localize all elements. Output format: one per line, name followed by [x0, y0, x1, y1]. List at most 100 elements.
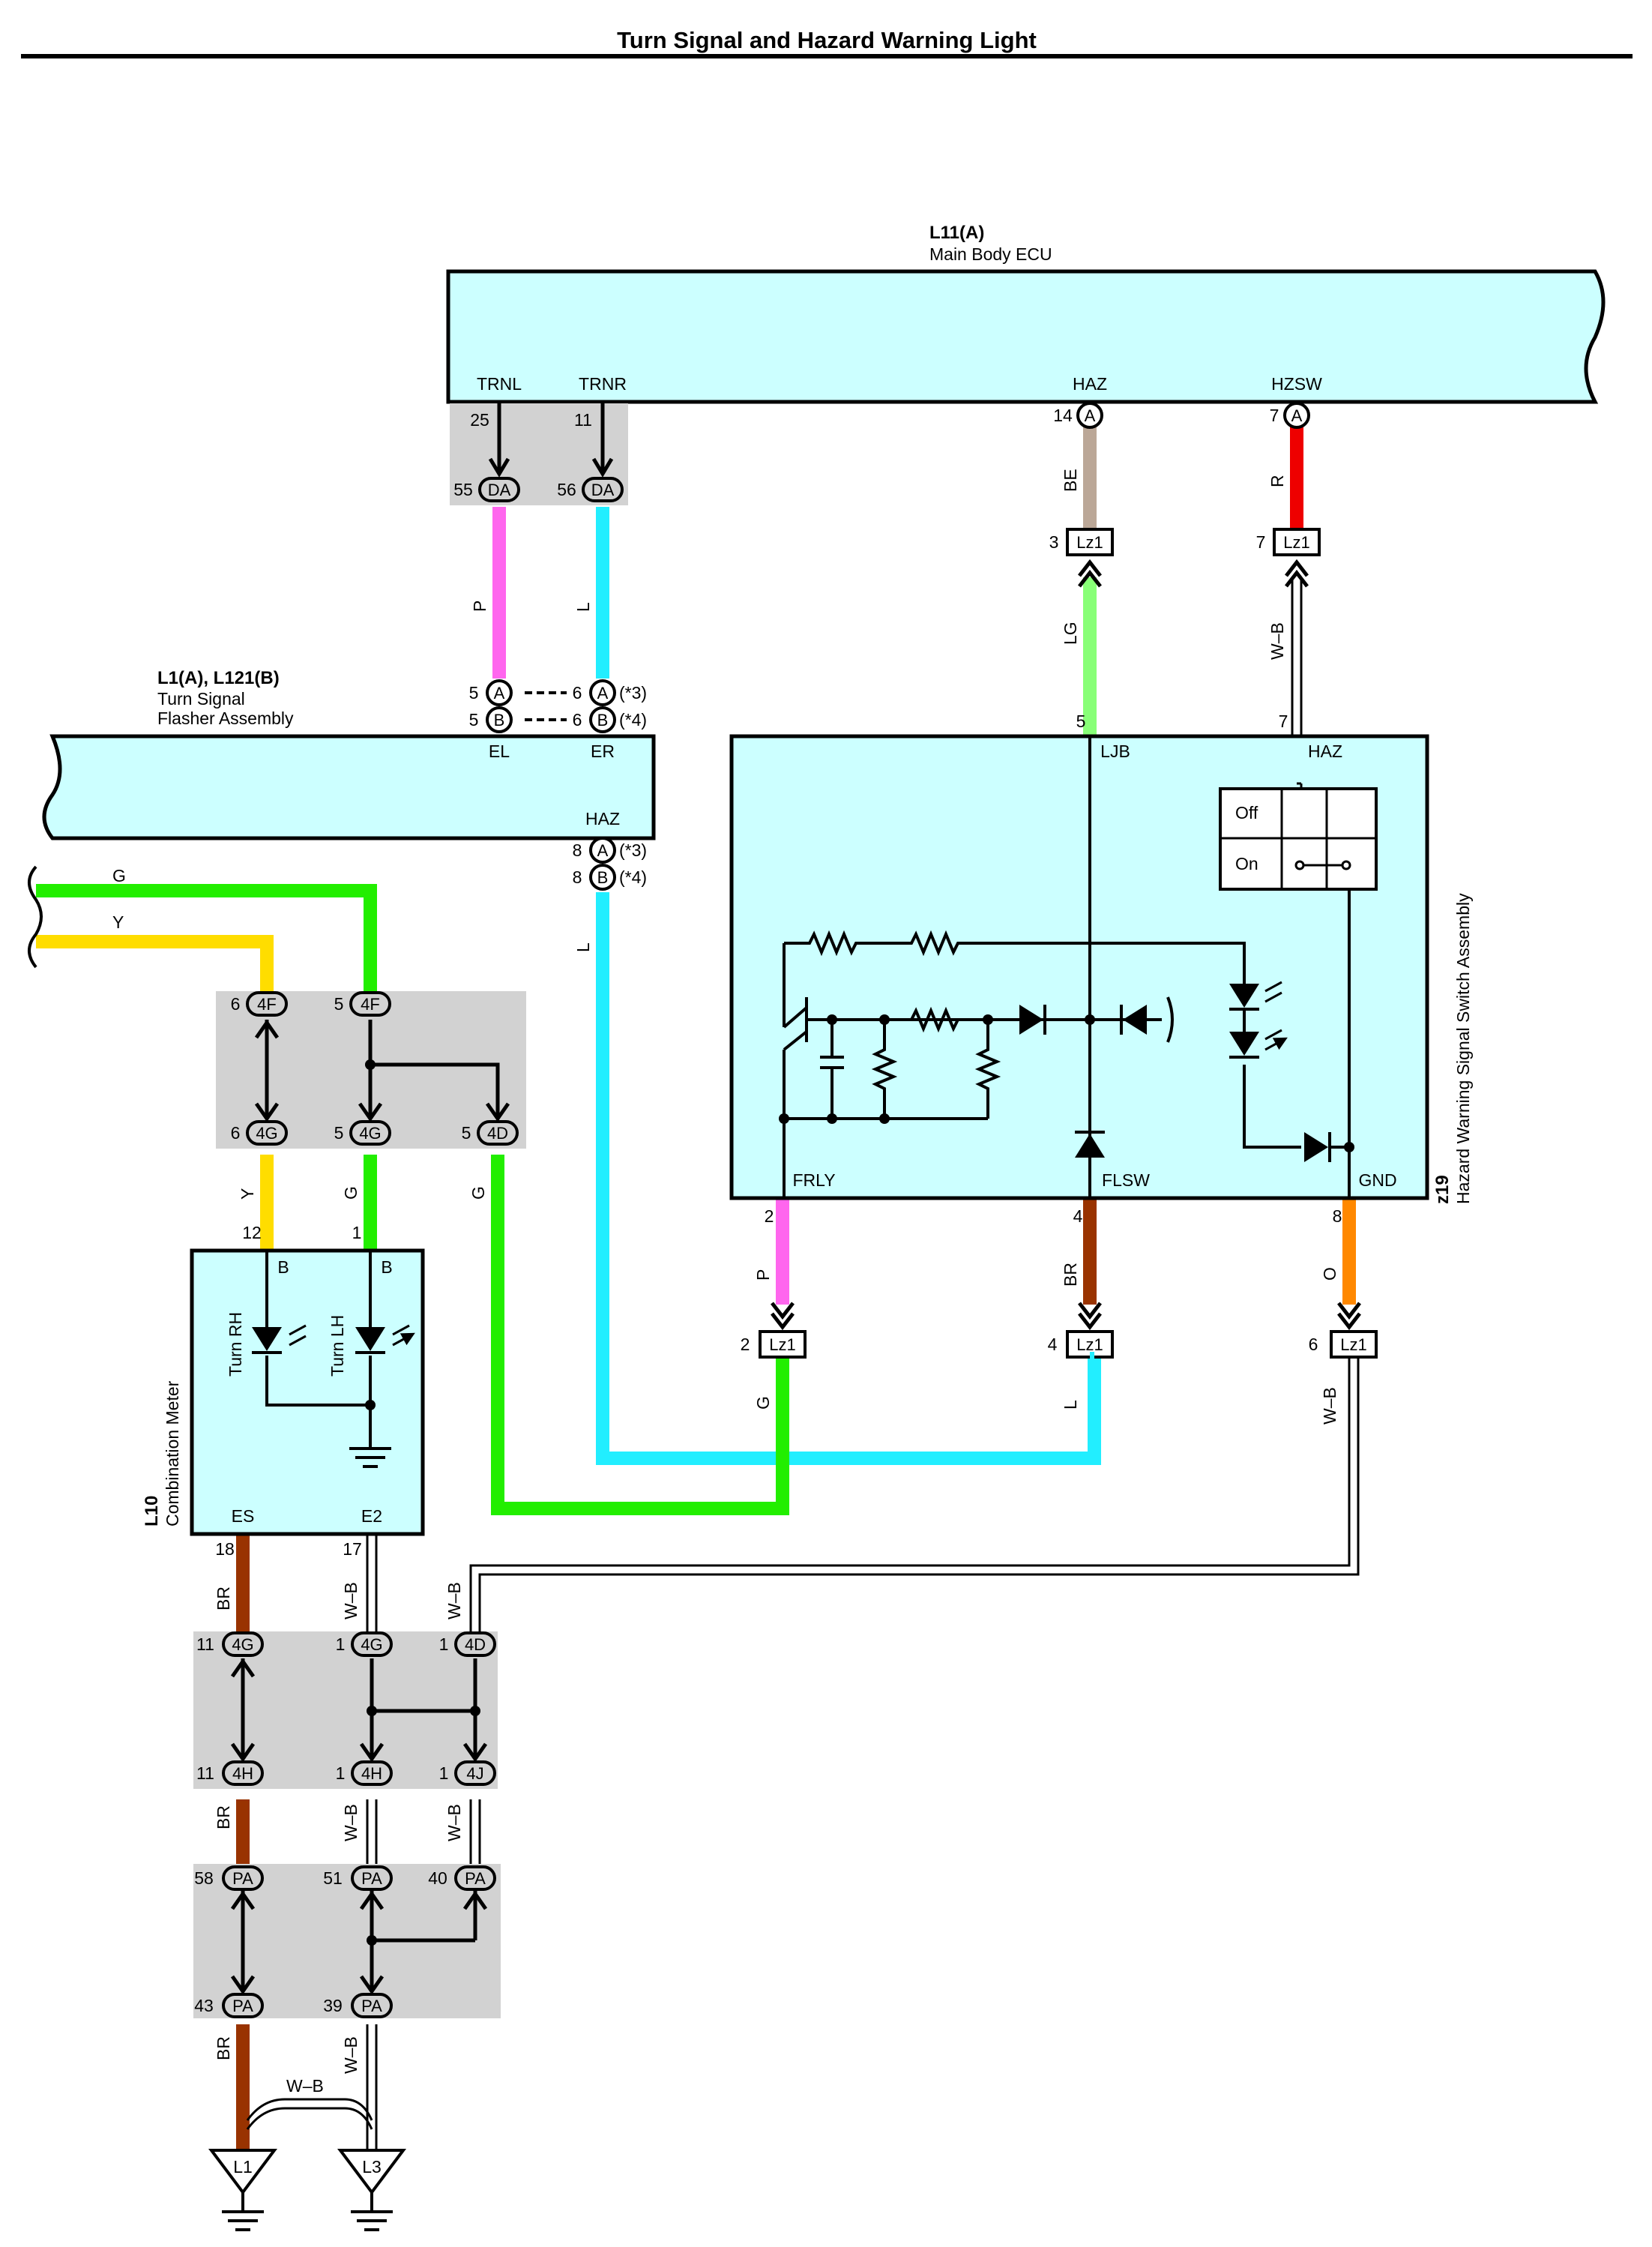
svg-text:14: 14	[1053, 406, 1073, 425]
svg-text:L1: L1	[233, 2157, 253, 2177]
svg-text:4J: 4J	[466, 1764, 483, 1783]
svg-text:PA: PA	[361, 1869, 382, 1888]
svg-text:PA: PA	[465, 1869, 486, 1888]
svg-text:Lz1: Lz1	[1340, 1335, 1366, 1354]
svg-text:1: 1	[439, 1634, 449, 1654]
junction-dot	[367, 1935, 377, 1946]
label-br-4h: BR	[214, 1805, 233, 1829]
svg-text:8: 8	[1333, 1206, 1342, 1226]
svg-text:1: 1	[336, 1634, 346, 1654]
ecu-pin-25: 25	[470, 410, 489, 430]
svg-text:6: 6	[573, 710, 582, 730]
svg-text:55: 55	[453, 480, 473, 499]
svg-text:39: 39	[323, 1996, 343, 2015]
svg-text:4G: 4G	[361, 1635, 382, 1654]
svg-text:7: 7	[1270, 406, 1279, 425]
svg-text:6: 6	[1309, 1335, 1318, 1354]
svg-text:Hazard Warning Signal Switch A: Hazard Warning Signal Switch Assembly	[1453, 893, 1473, 1204]
svg-text:DA: DA	[591, 481, 615, 499]
svg-text:5: 5	[1076, 712, 1086, 731]
svg-text:(*4): (*4)	[619, 867, 647, 887]
label-wb-haz: W–B	[1267, 622, 1287, 660]
label-g-top: G	[112, 866, 126, 885]
svg-text:PA: PA	[232, 1997, 253, 2015]
svg-text:6: 6	[231, 1123, 241, 1143]
svg-text:4D: 4D	[465, 1635, 486, 1654]
svg-text:7: 7	[1279, 712, 1288, 731]
label-g-lower: G	[753, 1396, 773, 1410]
ecu-box	[446, 269, 1606, 404]
label-p-upper: P	[470, 601, 489, 612]
svg-text:Lz1: Lz1	[769, 1335, 795, 1354]
svg-text:HAZ: HAZ	[1308, 742, 1342, 761]
svg-text:GND: GND	[1358, 1170, 1396, 1190]
label-g-4d: G	[468, 1186, 488, 1200]
svg-text:B: B	[597, 868, 609, 887]
junction-dot	[367, 1706, 377, 1716]
svg-text:4G: 4G	[256, 1124, 277, 1143]
svg-text:2: 2	[741, 1335, 750, 1354]
svg-text:4: 4	[1073, 1206, 1083, 1226]
svg-text:A: A	[597, 841, 609, 860]
svg-text:(*3): (*3)	[619, 683, 647, 703]
connector-lz1-top: Lz1 3 Lz1 7	[1049, 528, 1321, 588]
svg-text:HAZ: HAZ	[585, 809, 620, 828]
ecu-pins-a: 14 A 7 A	[1053, 402, 1310, 429]
svg-text:Flasher Assembly: Flasher Assembly	[157, 709, 294, 728]
junction-dot	[365, 1059, 376, 1070]
svg-text:4G: 4G	[359, 1124, 381, 1143]
svg-text:4G: 4G	[232, 1635, 253, 1654]
svg-text:43: 43	[194, 1996, 214, 2015]
label-y-meter: Y	[238, 1188, 257, 1200]
svg-text:L10: L10	[142, 1496, 162, 1526]
svg-text:5: 5	[469, 710, 479, 730]
svg-text:5: 5	[334, 994, 344, 1014]
svg-text:ES: ES	[232, 1506, 255, 1526]
svg-text:40: 40	[428, 1868, 447, 1888]
label-be: BE	[1061, 469, 1080, 492]
svg-text:E2: E2	[361, 1506, 382, 1526]
label-l-mid: L	[573, 942, 593, 952]
junction-pa-wires	[230, 1890, 488, 1995]
svg-text:8: 8	[573, 840, 582, 860]
svg-text:B: B	[277, 1257, 289, 1277]
connector-da: DA 55 DA 56	[453, 457, 624, 502]
ecu-terminal-trnl: TRNL	[477, 374, 522, 394]
svg-text:Lz1: Lz1	[1076, 1335, 1103, 1354]
svg-text:B: B	[597, 711, 609, 730]
svg-text:L3: L3	[362, 2157, 382, 2177]
meter-box	[190, 1248, 425, 1536]
label-wb-4j: W–B	[444, 1804, 464, 1841]
label-wb-4d: W–B	[444, 1582, 464, 1619]
connectors-pa: PA 58 PA 51 PA 40 PA 43 PA 39	[194, 1865, 496, 2018]
svg-text:51: 51	[323, 1868, 343, 1888]
svg-text:5: 5	[334, 1123, 344, 1143]
svg-text:(*3): (*3)	[619, 840, 647, 860]
svg-text:Turn Signal: Turn Signal	[157, 689, 245, 709]
svg-text:ER: ER	[591, 742, 615, 761]
ecu-terminal-hzsw: HZSW	[1271, 374, 1322, 394]
svg-text:17: 17	[343, 1539, 362, 1559]
wire-y-top	[36, 935, 274, 1005]
label-wb-pa: W–B	[341, 2036, 361, 2074]
label-wb-gnd: W–B	[1320, 1387, 1339, 1425]
svg-text:4H: 4H	[232, 1764, 253, 1783]
svg-text:1: 1	[336, 1763, 346, 1783]
svg-text:FRLY: FRLY	[792, 1170, 835, 1190]
svg-text:Turn LH: Turn LH	[328, 1315, 347, 1377]
label-l-upper: L	[573, 602, 593, 612]
svg-text:EL: EL	[489, 742, 510, 761]
svg-text:4D: 4D	[487, 1124, 508, 1143]
wire-break-left	[28, 865, 43, 969]
hazard-switch-assembly: z19 Hazard Warning Signal Switch Assembl…	[729, 712, 1473, 1226]
ecu-name: Main Body ECU	[929, 244, 1052, 264]
svg-text:5: 5	[462, 1123, 471, 1143]
flasher-assembly: L1(A), L121(B) Turn Signal Flasher Assem…	[42, 668, 656, 840]
connectors-4f-4g: 4F 6 4F 5 4G 6 4G 5 4D 5	[231, 991, 519, 1146]
svg-text:Off: Off	[1235, 803, 1258, 822]
svg-text:Lz1: Lz1	[1283, 533, 1309, 552]
svg-text:L1(A), L121(B): L1(A), L121(B)	[157, 668, 280, 688]
label-o: O	[1320, 1267, 1339, 1281]
ecu-terminal-haz: HAZ	[1073, 374, 1107, 394]
ecu-code: L11(A)	[929, 223, 984, 243]
